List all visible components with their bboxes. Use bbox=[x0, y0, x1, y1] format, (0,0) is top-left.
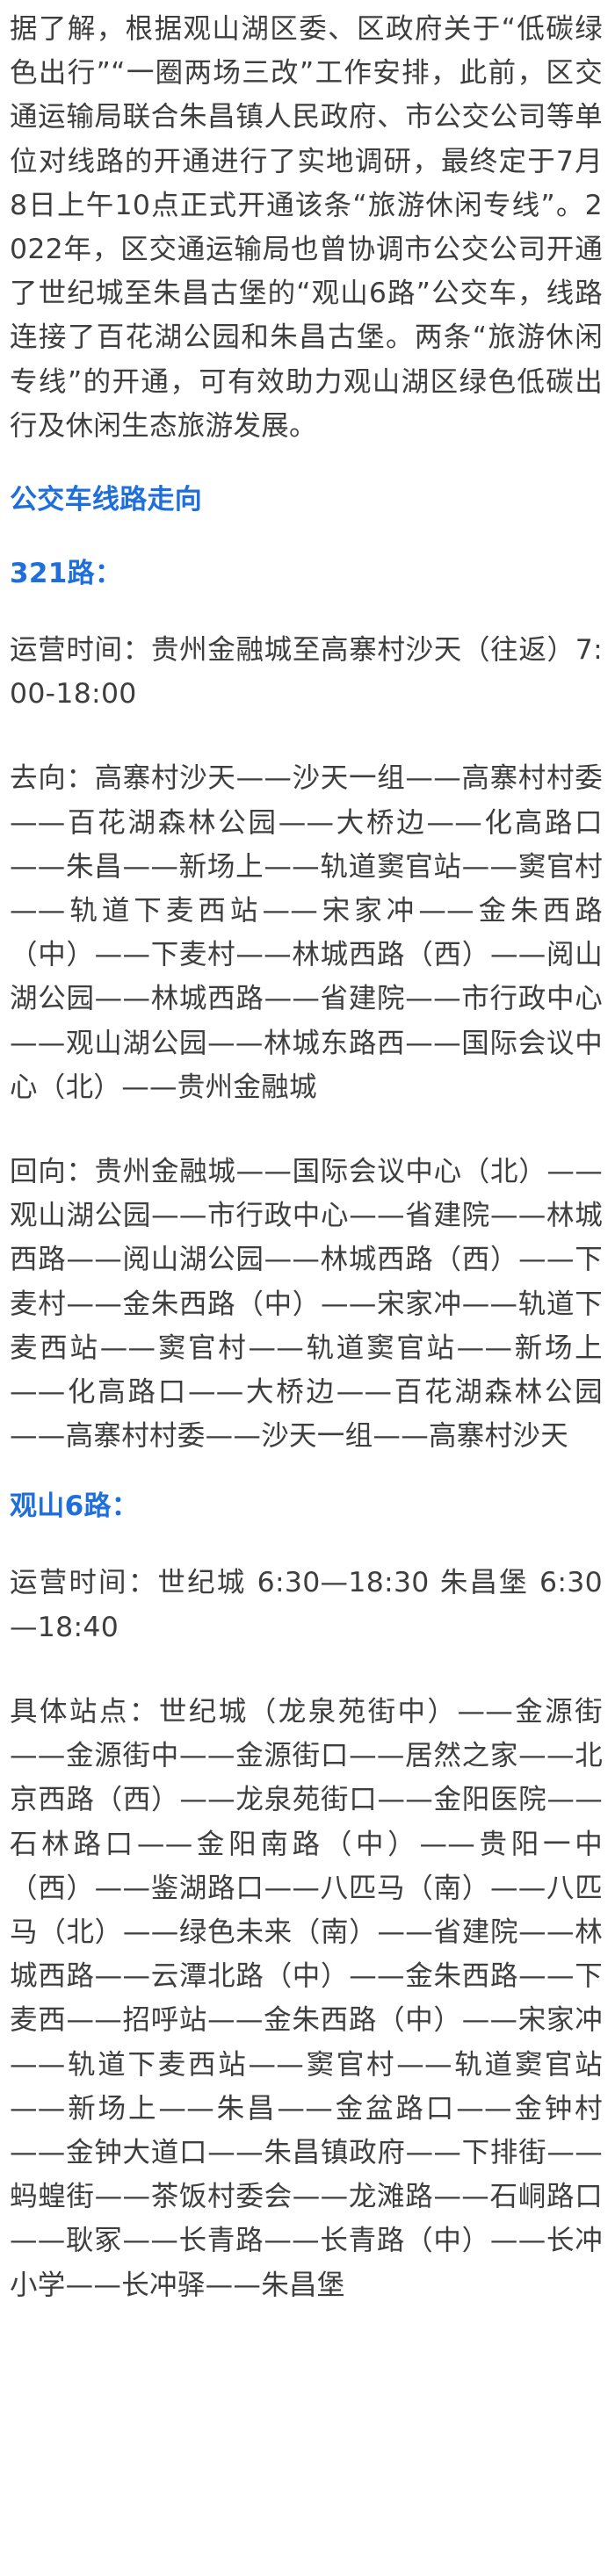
route-321-hours: 运营时间：贵州金融城至高寨村沙天（往返）7:00-18:00 bbox=[10, 634, 603, 711]
route-321-outbound: 去向：高寨村沙天——沙天一组——高寨村村委——百花湖森林公园——大桥边——化高路… bbox=[10, 762, 603, 1103]
route-321-return: 回向：贵州金融城——国际会议中心（北）——观山湖公园——市行政中心——省建院——… bbox=[10, 1156, 603, 1453]
route-g6-title: 观山6路： bbox=[10, 1490, 140, 1523]
intro-paragraph: 据了解，根据观山湖区委、区政府关于“低碳绿色出行”“一圈两场三改”工作安排，此前… bbox=[10, 13, 603, 442]
route-g6-stops: 具体站点：世纪城（龙泉苑街中）——金源街——金源街中——金源街口——居然之家——… bbox=[10, 1695, 603, 2301]
section-heading-bus-routes: 公交车线路走向 bbox=[10, 484, 203, 516]
route-321-title: 321路： bbox=[10, 558, 123, 590]
route-g6-hours: 运营时间：世纪城 6:30—18:30 朱昌堡 6:30—18:40 bbox=[10, 1567, 603, 1643]
